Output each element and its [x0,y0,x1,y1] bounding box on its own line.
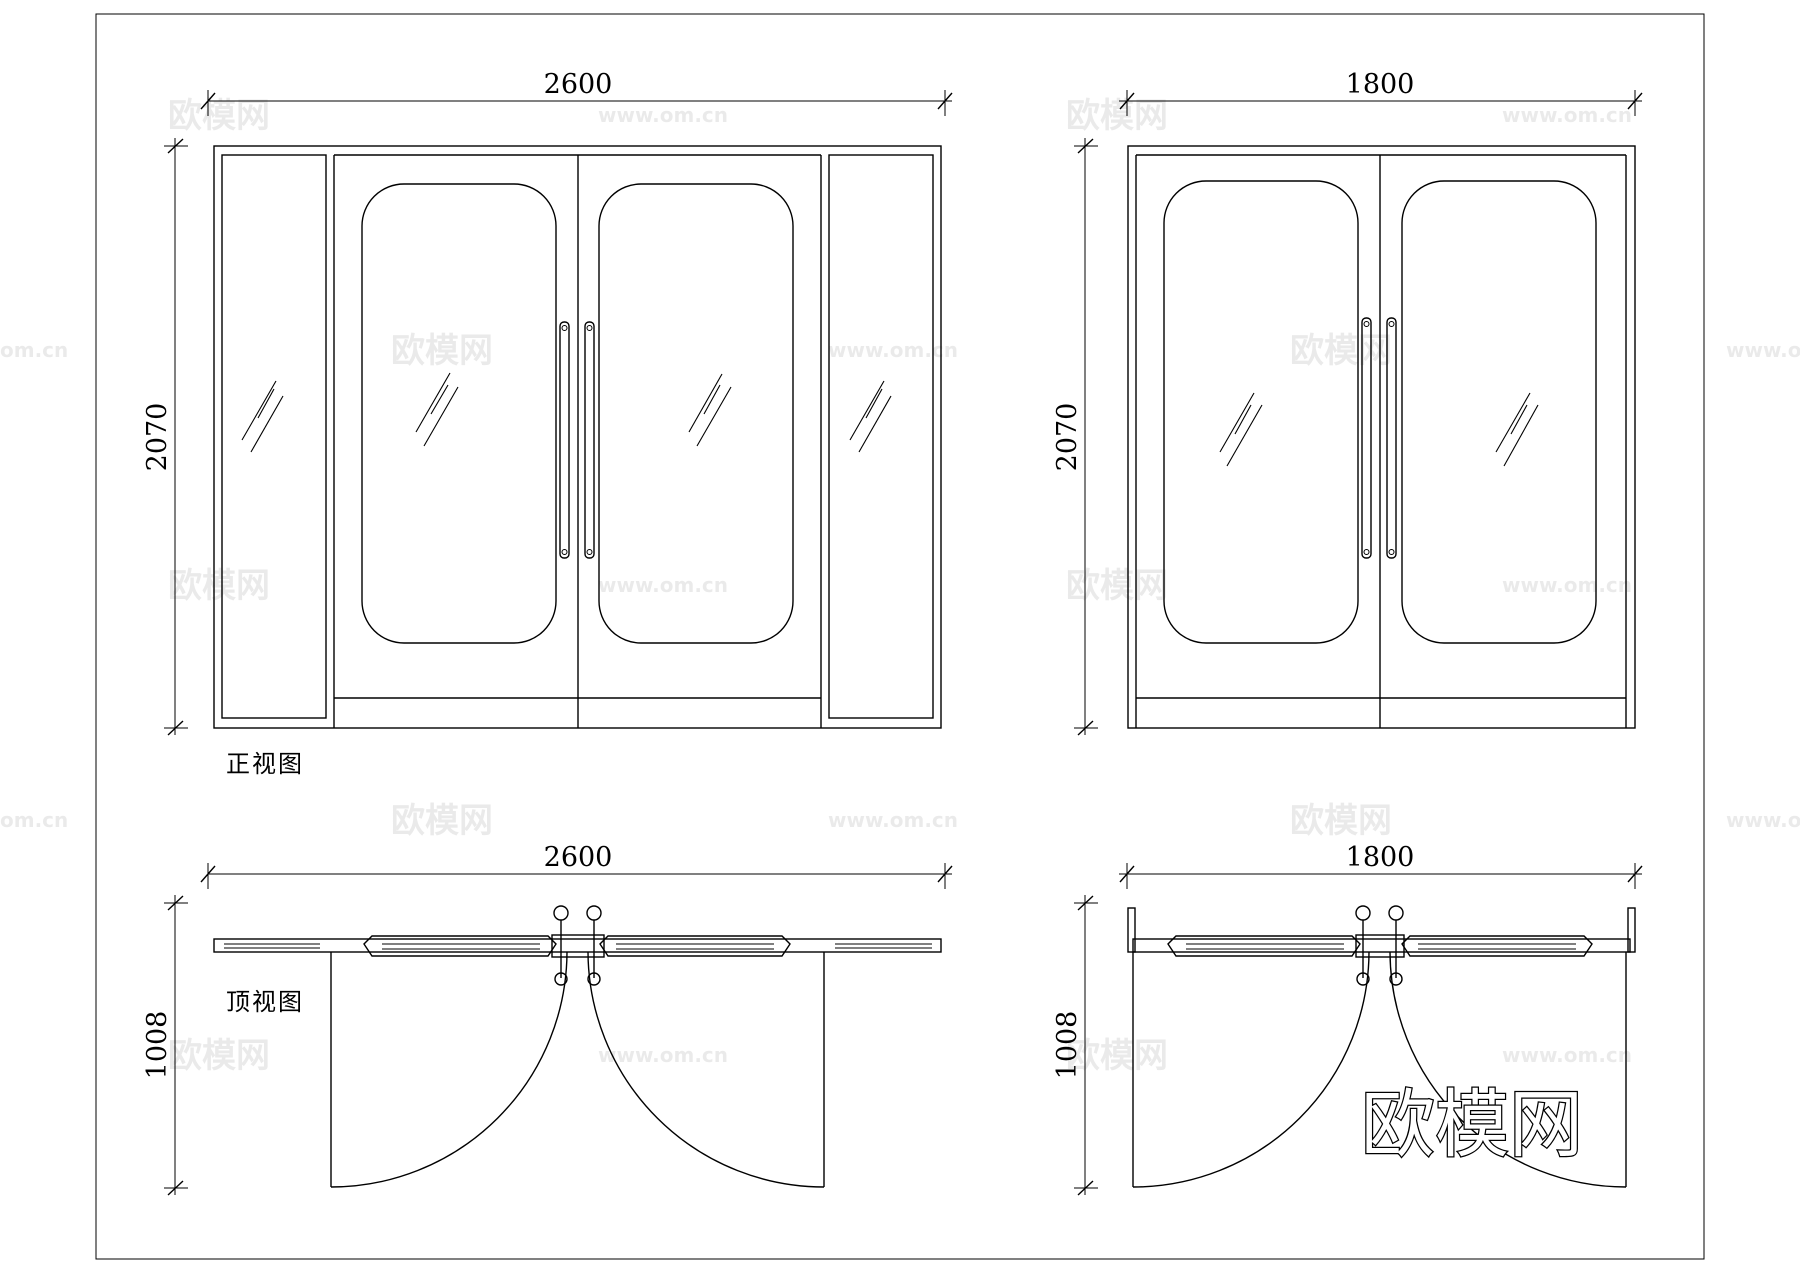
door-handle [559,321,570,559]
dimension-text: 2070 [1052,403,1083,472]
watermark-url: www.om.cn [1726,338,1800,362]
watermark-brand: 欧模网 [168,1036,270,1076]
watermark-url: www.om.cn [598,1043,728,1067]
glass-hatch [688,373,732,447]
watermark-layer: 欧模网 www.om.cn 欧模网 www.om.cn om.cn 欧模网 ww… [0,96,1800,1076]
glass-hatch [1495,392,1539,467]
watermark-url: www.om.cn [1502,1043,1632,1067]
swing-arc [1132,951,1370,1188]
dimension-text: 1008 [142,1011,173,1080]
dimension-width-right: 1800 [1119,69,1643,116]
handle-knob [586,905,602,986]
watermark-url: www.om.cn [598,573,728,597]
pivot-fitting [1355,934,1405,958]
threshold-track [1132,938,1631,953]
handle-knob [553,905,569,986]
dimension-height-right: 2070 [1052,138,1098,736]
dimension-width-left: 2600 [200,69,953,116]
watermark-url: www.om.cn [828,338,958,362]
dimension-plan-depth-left: 1008 [142,895,188,1196]
top-view-left: 2600 1008 [142,842,953,1196]
dimension-text: 1800 [1346,69,1415,100]
handle-knob [1388,905,1404,986]
watermark-brand: 欧模网 [391,801,493,841]
dimension-plan-width-right: 1800 [1119,842,1643,889]
handle-knob [1355,905,1371,986]
glass-hatch [415,372,459,447]
glass-window [598,183,794,644]
brand-logo: 欧模网 [1361,1082,1583,1168]
glass-hatch [241,380,284,453]
watermark-brand: 欧模网 [1290,801,1392,841]
dimension-text: 2600 [544,842,613,873]
glass-window [1401,180,1597,644]
watermark-brand: 欧模网 [1066,96,1168,136]
watermark-brand: 欧模网 [168,96,270,136]
floor-closer [599,935,791,957]
sheet-border [95,13,1705,1260]
side-panel-right [828,154,934,719]
front-view-right: 1800 2070 [1052,69,1643,736]
swing-arc [330,951,568,1188]
dimension-text: 1800 [1346,842,1415,873]
dimension-plan-width-left: 2600 [200,842,953,889]
watermark-url: www.om.cn [1726,808,1800,832]
door-frame [1127,145,1636,729]
watermark-brand: 欧模网 [391,331,493,371]
top-view-right: 1800 1008 [1052,842,1643,1196]
front-view-label: 正视图 [226,750,304,778]
door-handle [584,321,595,559]
floor-closer [1401,935,1593,957]
floor-closer [1167,935,1361,957]
watermark-url: www.om.cn [598,103,728,127]
door-handle [1386,317,1397,559]
watermark-brand: 欧模网 [1066,1036,1168,1076]
watermark-url: om.cn [0,338,68,362]
dimension-text: 2600 [544,69,613,100]
top-view-label: 顶视图 [226,988,304,1016]
watermark-brand: 欧模网 [1290,331,1392,371]
swing-arc [1389,951,1627,1188]
watermark-brand: 欧模网 [168,566,270,606]
swing-arc [587,951,825,1188]
floor-closer [363,935,557,957]
dimension-height-left: 2070 [142,138,188,736]
glass-window [361,183,557,644]
glass-hatch [1219,392,1263,467]
dimension-plan-depth-right: 1008 [1052,895,1098,1196]
pivot-fitting [551,934,605,958]
jamb-stub [1127,907,1136,953]
watermark-url: www.om.cn [1502,103,1632,127]
watermark-url: www.om.cn [1502,573,1632,597]
door-handle [1361,317,1372,559]
threshold-track [213,938,942,953]
dimension-text: 1008 [1052,1011,1083,1080]
watermark-url: om.cn [0,808,68,832]
glass-hatch [849,380,892,453]
jamb-stub [1627,907,1636,953]
watermark-brand: 欧模网 [1066,566,1168,606]
watermark-url: www.om.cn [828,808,958,832]
dimension-text: 2070 [142,403,173,472]
front-view-left: 2600 2070 [142,69,953,778]
side-panel-left [221,154,327,719]
glass-window [1163,180,1359,644]
